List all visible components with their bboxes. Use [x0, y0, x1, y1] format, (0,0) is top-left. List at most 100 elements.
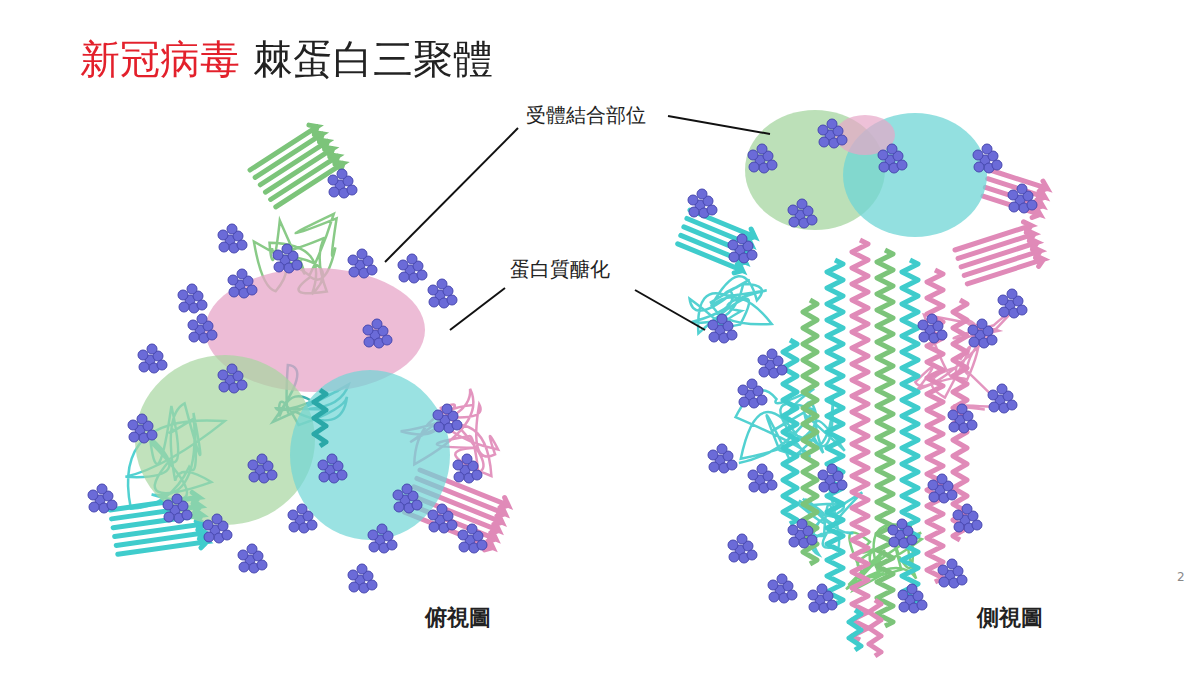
glycan-sphere — [837, 135, 847, 145]
glycan-cluster — [953, 504, 982, 533]
glycan-sphere — [737, 534, 747, 544]
glycan-cluster — [708, 444, 737, 473]
glycan-sphere — [962, 504, 972, 514]
glycan-sphere — [437, 279, 447, 289]
glycan-sphere — [459, 542, 469, 552]
alpha-helix — [927, 270, 943, 582]
glycan-sphere — [998, 295, 1008, 305]
glycan-sphere — [363, 325, 373, 335]
glycan-sphere — [364, 337, 374, 347]
glycan-sphere — [399, 272, 409, 282]
glycan-cluster — [163, 494, 192, 523]
glycan-sphere — [767, 349, 777, 359]
glycan-sphere — [777, 365, 787, 375]
glycan-sphere — [949, 422, 959, 432]
glycan-sphere — [182, 510, 192, 520]
glycan-sphere — [369, 542, 379, 552]
glycan-cluster — [768, 574, 797, 603]
glycan-sphere — [789, 217, 799, 227]
glycan-sphere — [897, 519, 907, 529]
glycan-sphere — [197, 300, 207, 310]
glycan-sphere — [453, 460, 463, 470]
glycan-sphere — [907, 535, 917, 545]
beta-strand — [117, 536, 208, 562]
glycan-cluster — [818, 464, 847, 493]
glycan-spheres — [88, 119, 1037, 613]
glycan-sphere — [807, 535, 817, 545]
glycan-cluster — [88, 484, 117, 513]
glycan-sphere — [329, 187, 339, 197]
glycan-sphere — [89, 502, 99, 512]
glycan-sphere — [827, 600, 837, 610]
glycan-sphere — [747, 550, 757, 560]
glycan-sphere — [997, 384, 1007, 394]
glycan-sphere — [928, 480, 938, 490]
glycan-sphere — [97, 484, 107, 494]
glycan-sphere — [797, 199, 807, 209]
glycan-sphere — [429, 522, 439, 532]
glycan-sphere — [769, 592, 779, 602]
leader-lines — [385, 116, 770, 330]
glycan-sphere — [1007, 289, 1017, 299]
glycan-sphere — [879, 162, 889, 172]
glycan-sphere — [328, 175, 338, 185]
glycan-cluster — [393, 484, 422, 513]
glycan-sphere — [429, 297, 439, 307]
glycan-sphere — [393, 490, 403, 500]
glycan-sphere — [809, 602, 819, 612]
glycan-sphere — [297, 504, 307, 514]
glycan-sphere — [837, 480, 847, 490]
callout-label: 受體結合部位 — [524, 102, 648, 129]
glycan-sphere — [759, 367, 769, 377]
glycan-cluster — [248, 454, 277, 483]
glycan-sphere — [219, 382, 229, 392]
glycan-sphere — [318, 460, 328, 470]
glycan-cluster — [748, 144, 777, 173]
glycan-sphere — [937, 474, 947, 484]
glycan-sphere — [717, 444, 727, 454]
glycan-sphere — [237, 269, 247, 279]
glycan-sphere — [447, 520, 457, 530]
glycan-sphere — [382, 335, 392, 345]
glycan-cluster — [348, 249, 377, 278]
glycan-sphere — [428, 510, 438, 520]
beta-strand — [966, 254, 1045, 292]
glycan-sphere — [957, 575, 967, 585]
glycan-cluster — [203, 514, 232, 543]
glycan-sphere — [237, 240, 247, 250]
glycan-cluster — [918, 314, 947, 343]
glycan-sphere — [107, 500, 117, 510]
glycan-sphere — [907, 584, 917, 594]
callout-label: 蛋白質醣化 — [508, 256, 612, 283]
glycan-sphere — [738, 385, 748, 395]
glycan-sphere — [954, 522, 964, 532]
glycan-sphere — [737, 234, 747, 244]
glycan-sphere — [728, 240, 738, 250]
beta-strand — [274, 159, 346, 214]
glycan-sphere — [187, 284, 197, 294]
glycan-sphere — [819, 137, 829, 147]
glycan-sphere — [172, 494, 182, 504]
glycan-sphere — [1009, 202, 1019, 212]
glycan-sphere — [357, 564, 367, 574]
leader-line — [668, 116, 770, 134]
glycan-sphere — [919, 332, 929, 342]
glycan-cluster — [808, 584, 837, 613]
glycan-cluster — [228, 269, 257, 298]
glycan-sphere — [417, 270, 427, 280]
glycan-sphere — [967, 420, 977, 430]
glycan-sphere — [247, 544, 257, 554]
glycan-sphere — [282, 244, 292, 254]
glycan-sphere — [289, 522, 299, 532]
glycan-sphere — [987, 335, 997, 345]
glycan-sphere — [767, 480, 777, 490]
rbd-surface — [135, 355, 315, 525]
glycan-sphere — [454, 472, 464, 482]
glycan-sphere — [748, 470, 758, 480]
glycan-sphere — [977, 319, 987, 329]
glycan-sphere — [147, 430, 157, 440]
glycan-cluster — [988, 384, 1017, 413]
glycan-sphere — [709, 332, 719, 342]
glycan-sphere — [437, 504, 447, 514]
glycan-sphere — [739, 397, 749, 407]
